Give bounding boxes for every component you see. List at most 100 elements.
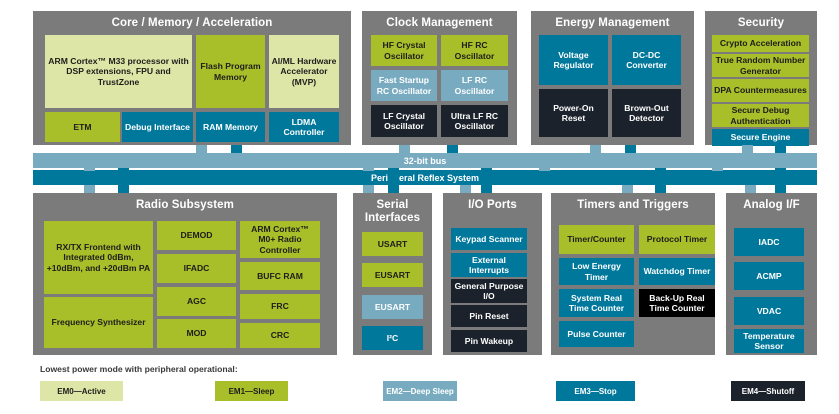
block-arm-cortex-m33[interactable]: ARM Cortex™ M33 processor with DSP exten… — [45, 35, 192, 108]
panel-timers-and-triggers: Timers and Triggers Timer/Counter Protoc… — [551, 193, 715, 355]
block-crypto-acceleration[interactable]: Crypto Acceleration — [712, 35, 809, 52]
block-power-on-reset[interactable]: Power-On Reset — [539, 89, 608, 137]
block-system-real-time-counter[interactable]: System Real Time Counter — [559, 289, 634, 317]
block-back-up-real-time-counter[interactable]: Back-Up Real Time Counter — [639, 289, 715, 317]
block-dc-dc-converter[interactable]: DC-DC Converter — [612, 35, 681, 85]
connector-stub — [363, 168, 374, 171]
connector-stub — [196, 145, 207, 153]
block-acmp[interactable]: ACMP — [734, 262, 804, 290]
block-watchdog-timer[interactable]: Watchdog Timer — [639, 258, 715, 285]
block-temperature-sensor[interactable]: Temperature Sensor — [734, 329, 804, 353]
legend-item-em1[interactable]: EM1—Sleep — [215, 381, 288, 401]
panel-title: Radio Subsystem — [136, 199, 234, 211]
panel-body: Crypto Acceleration True Random Number G… — [705, 35, 817, 156]
block-rx-tx-frontend[interactable]: RX/TX Frontend with Integrated 0dBm, +10… — [44, 221, 153, 294]
panel-serial-interfaces: Serial Interfaces USART EUSART EUSART I²… — [353, 193, 432, 355]
connector-stub — [775, 168, 786, 193]
block-lf-rc-oscillator[interactable]: LF RC Oscillator — [441, 70, 508, 101]
block-mod[interactable]: MOD — [157, 319, 236, 348]
panel-body: Keypad Scanner External Interrupts Gener… — [443, 217, 542, 366]
connector-stub — [84, 185, 95, 193]
block-pin-reset[interactable]: Pin Reset — [451, 305, 527, 327]
block-pulse-counter[interactable]: Pulse Counter — [559, 321, 634, 347]
panel-body: HF Crystal Oscillator HF RC Oscillator F… — [362, 35, 517, 156]
connector-stub — [712, 168, 723, 171]
legend-note: Lowest power mode with peripheral operat… — [40, 364, 238, 374]
block-general-purpose-io[interactable]: General Purpose I/O — [451, 279, 527, 303]
block-i2c[interactable]: I²C — [362, 326, 423, 350]
block-dpa-countermeasures[interactable]: DPA Countermeasures — [712, 79, 809, 102]
panel-title: Timers and Triggers — [577, 199, 689, 211]
block-secure-debug-authentication[interactable]: Secure Debug Authentication — [712, 104, 809, 127]
block-aiml-hardware-accelerator[interactable]: AI/ML Hardware Accelerator (MVP) — [269, 35, 339, 108]
block-keypad-scanner[interactable]: Keypad Scanner — [451, 228, 527, 250]
connector-stub — [481, 168, 492, 193]
connector-stub — [742, 145, 753, 153]
panel-analog-if: Analog I/F IADC ACMP VDAC Temperature Se… — [726, 193, 817, 355]
block-low-energy-timer[interactable]: Low Energy Timer — [559, 258, 634, 285]
panel-core-memory-acceleration: Core / Memory / Acceleration ARM Cortex™… — [33, 11, 351, 145]
block-true-random-number-generator[interactable]: True Random Number Generator — [712, 54, 809, 77]
block-protocol-timer[interactable]: Protocol Timer — [639, 225, 715, 254]
connector-stub — [118, 168, 129, 193]
panel-title: Serial Interfaces — [364, 199, 421, 224]
legend-item-em0[interactable]: EM0—Active — [40, 381, 123, 401]
panel-title: Analog I/F — [743, 199, 800, 211]
bus-32-bit: 32-bit bus — [33, 153, 817, 168]
block-voltage-regulator[interactable]: Voltage Regulator — [539, 35, 608, 85]
block-usart[interactable]: USART — [362, 232, 423, 256]
block-secure-engine[interactable]: Secure Engine — [712, 129, 809, 146]
block-debug-interface[interactable]: Debug Interface — [122, 112, 193, 142]
block-etm[interactable]: ETM — [45, 112, 120, 142]
legend-item-em3[interactable]: EM3—Stop — [556, 381, 635, 401]
panel-title: I/O Ports — [468, 199, 517, 211]
block-agc[interactable]: AGC — [157, 287, 236, 316]
block-ultra-lf-rc-oscillator[interactable]: Ultra LF RC Oscillator — [441, 105, 508, 137]
panel-clock-management: Clock Management HF Crystal Oscillator H… — [362, 11, 517, 145]
block-eusart-em1[interactable]: EUSART — [362, 263, 423, 287]
block-bufc-ram[interactable]: BUFC RAM — [240, 262, 320, 290]
block-ldma-controller[interactable]: LDMA Controller — [269, 112, 339, 142]
block-external-interrupts[interactable]: External Interrupts — [451, 253, 527, 277]
panel-body: IADC ACMP VDAC Temperature Sensor — [726, 217, 817, 366]
panel-body: Voltage Regulator DC-DC Converter Power-… — [531, 35, 694, 156]
legend-item-em2[interactable]: EM2—Deep Sleep — [383, 381, 457, 401]
panel-body: RX/TX Frontend with Integrated 0dBm, +10… — [33, 217, 337, 366]
block-frc[interactable]: FRC — [240, 294, 320, 319]
connector-stub — [460, 185, 471, 193]
panel-title: Core / Memory / Acceleration — [111, 17, 273, 29]
panel-body: USART EUSART EUSART I²C — [353, 230, 432, 372]
block-timer-counter[interactable]: Timer/Counter — [559, 225, 634, 254]
block-hf-rc-oscillator[interactable]: HF RC Oscillator — [441, 35, 508, 66]
bus-peripheral-reflex-system: Peripheral Reflex System — [33, 170, 817, 185]
block-pin-wakeup[interactable]: Pin Wakeup — [451, 330, 527, 352]
connector-stub — [590, 145, 601, 153]
connector-stub — [745, 185, 756, 193]
block-eusart-em2[interactable]: EUSART — [362, 295, 423, 319]
panel-radio-subsystem: Radio Subsystem RX/TX Frontend with Inte… — [33, 193, 337, 355]
block-flash-program-memory[interactable]: Flash Program Memory — [196, 35, 265, 108]
block-brown-out-detector[interactable]: Brown-Out Detector — [612, 89, 681, 137]
block-crc[interactable]: CRC — [240, 323, 320, 348]
block-vdac[interactable]: VDAC — [734, 297, 804, 325]
panel-energy-management: Energy Management Voltage Regulator DC-D… — [531, 11, 694, 145]
block-frequency-synthesizer[interactable]: Frequency Synthesizer — [44, 297, 153, 348]
block-ifadc[interactable]: IFADC — [157, 254, 236, 283]
block-iadc[interactable]: IADC — [734, 228, 804, 256]
block-hf-crystal-oscillator[interactable]: HF Crystal Oscillator — [371, 35, 437, 66]
connector-stub — [388, 168, 399, 193]
block-lf-crystal-oscillator[interactable]: LF Crystal Oscillator — [371, 105, 437, 137]
connector-stub — [84, 168, 95, 171]
block-fast-startup-rc-oscillator[interactable]: Fast Startup RC Oscillator — [371, 70, 437, 101]
block-arm-cortex-m0-radio-controller[interactable]: ARM Cortex™ M0+ Radio Controller — [240, 221, 320, 258]
panel-title: Security — [737, 17, 785, 29]
bus-label: Peripheral Reflex System — [370, 172, 480, 183]
bus-label: 32-bit bus — [403, 155, 447, 166]
connector-stub — [363, 185, 374, 193]
panel-body: Timer/Counter Protocol Timer Low Energy … — [551, 217, 715, 366]
legend-item-em4[interactable]: EM4—Shutoff — [731, 381, 805, 401]
block-ram-memory[interactable]: RAM Memory — [196, 112, 265, 142]
block-demod[interactable]: DEMOD — [157, 221, 236, 250]
panel-security: Security Crypto Acceleration True Random… — [705, 11, 817, 146]
panel-io-ports: I/O Ports Keypad Scanner External Interr… — [443, 193, 542, 355]
